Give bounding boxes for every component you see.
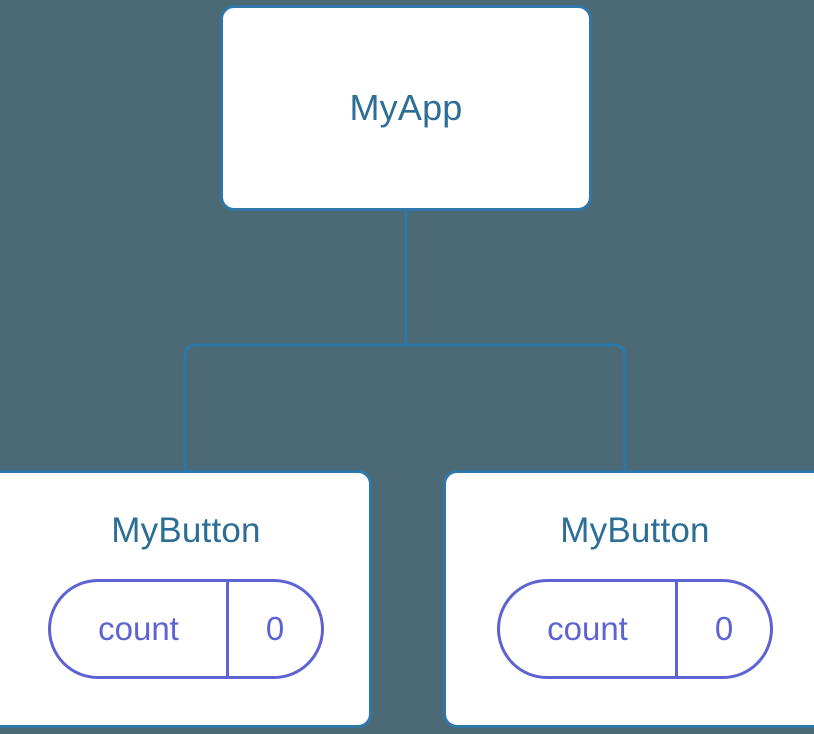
prop-pill-count[interactable]: count 0 — [48, 579, 324, 679]
prop-pill-count[interactable]: count 0 — [497, 579, 773, 679]
prop-value: 0 — [226, 582, 321, 676]
node-title: MyApp — [349, 87, 463, 128]
edge-to-mybutton-2 — [406, 343, 627, 472]
prop-value: 0 — [675, 582, 770, 676]
prop-key: count — [98, 609, 179, 647]
prop-key: count — [547, 609, 628, 647]
node-myapp[interactable]: MyApp — [220, 5, 592, 211]
node-mybutton-2[interactable]: MyButton count 0 — [443, 470, 814, 728]
node-title: MyButton — [111, 511, 261, 550]
edge-to-mybutton-1 — [183, 343, 406, 472]
node-mybutton-1[interactable]: MyButton count 0 — [0, 470, 372, 728]
node-title: MyButton — [560, 511, 710, 550]
